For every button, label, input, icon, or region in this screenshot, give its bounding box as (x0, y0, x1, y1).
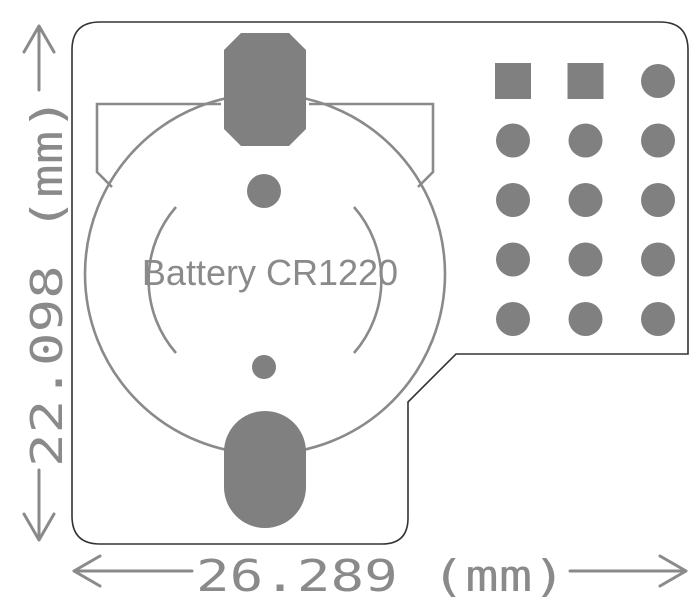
component-label: Battery CR1220 (142, 252, 398, 293)
holder-right-bracket (309, 102, 435, 188)
header-pin-round (641, 302, 675, 336)
width-dimension-label: 26.289 (mm) (196, 551, 566, 597)
header-pin-round (641, 123, 675, 158)
header-pin-round (496, 123, 530, 158)
header-pin-round (568, 123, 603, 158)
battery-pad-bottom (224, 411, 306, 528)
header-pin-round (496, 242, 530, 277)
board-outline (71, 21, 689, 545)
width-dimension: 26.289 (mm) (72, 551, 688, 597)
header-pin-round (641, 64, 675, 98)
battery-inner-arc-left (147, 206, 177, 354)
header-pin-round (568, 242, 603, 277)
battery-inner-arc-right (353, 206, 383, 354)
width-arrow-left (72, 554, 194, 588)
height-dimension-label: 22.098 (mm) (22, 97, 73, 467)
header-pin-grid (495, 63, 675, 336)
height-dimension: 22.098 (mm) (22, 24, 73, 542)
header-pin-square (495, 63, 531, 99)
battery-hole-top (247, 174, 281, 208)
height-arrow-top (22, 24, 56, 92)
header-pin-round (496, 183, 530, 217)
width-arrow-right (568, 554, 688, 588)
header-pin-round (641, 242, 675, 277)
battery-hole-bottom (252, 355, 276, 379)
header-pin-round (568, 183, 603, 217)
header-pin-round (641, 183, 675, 217)
battery-pad-top (224, 33, 306, 146)
holder-left-bracket (95, 102, 221, 188)
header-pin-square (567, 63, 604, 99)
header-pin-round (568, 302, 603, 336)
height-arrow-bottom (22, 468, 56, 542)
header-pin-round (496, 302, 530, 336)
